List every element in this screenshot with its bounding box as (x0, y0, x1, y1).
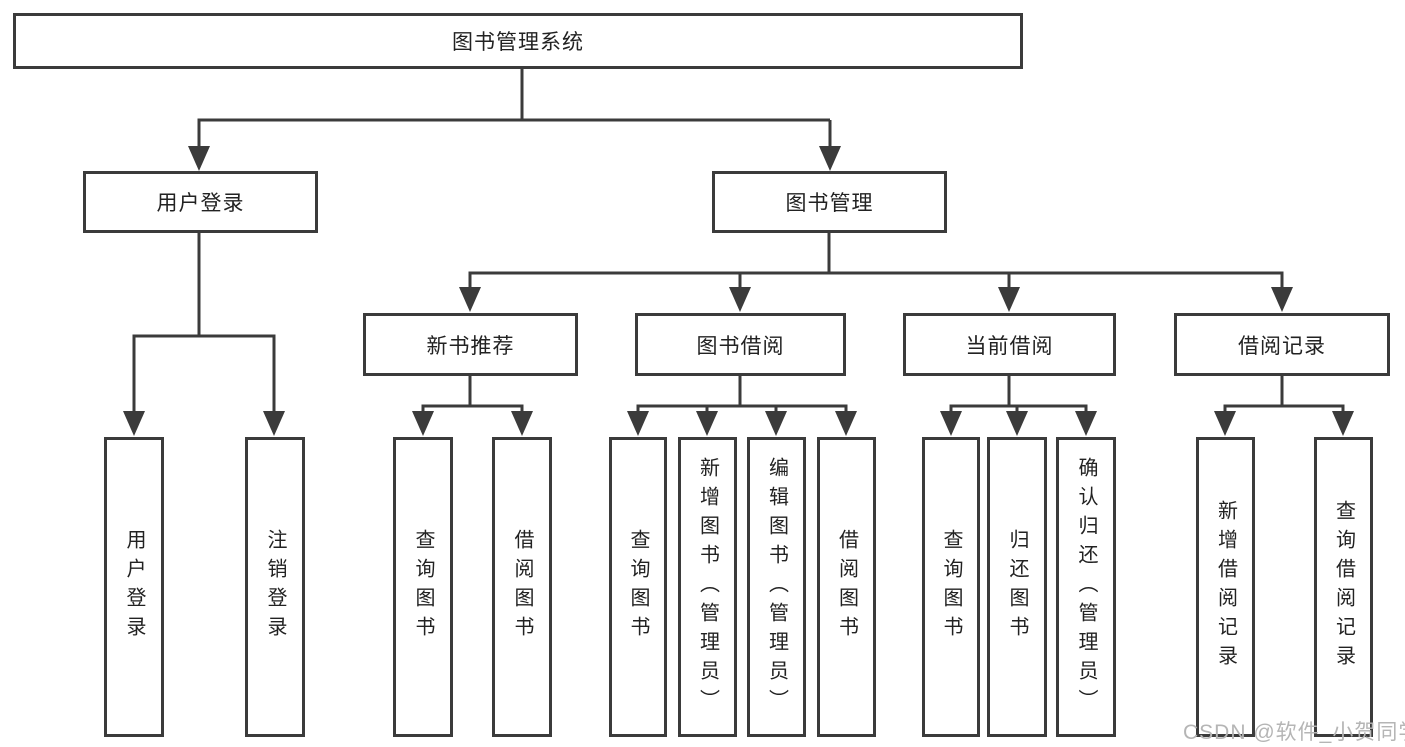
leaf-newbooks-query-label: 查询图书 (412, 529, 434, 645)
leaf-logout-label: 注销登录 (264, 529, 286, 645)
leaf-current-confirm-label: 确认归还（管理员） (1075, 456, 1097, 718)
leaf-borrow-add-label: 新增图书（管理员） (696, 456, 719, 718)
connector-root-branch (197, 67, 832, 150)
leaf-current-query-label: 查询图书 (940, 529, 962, 645)
connector-book-borrow-branch (636, 376, 848, 415)
leaf-borrow-borrow-label: 借阅图书 (835, 529, 858, 645)
node-root-label: 图书管理系统 (452, 31, 584, 54)
leaf-current-return-label: 归还图书 (1006, 529, 1028, 645)
leaf-borrow-edit: 编辑图书（管理员） (747, 437, 806, 737)
leaf-borrow-query-label: 查询图书 (627, 529, 649, 645)
leaf-records-query: 查询借阅记录 (1314, 437, 1373, 737)
node-borrow-records: 借阅记录 (1174, 313, 1390, 376)
connector-user-login-branch (132, 233, 276, 414)
leaf-borrow-edit-label: 编辑图书（管理员） (765, 456, 788, 718)
connector-current-borrow-branch (949, 376, 1088, 415)
node-root: 图书管理系统 (13, 13, 1023, 69)
node-user-login: 用户登录 (83, 171, 318, 233)
leaf-logout: 注销登录 (245, 437, 305, 737)
node-new-books-label: 新书推荐 (426, 334, 515, 358)
leaf-newbooks-query: 查询图书 (393, 437, 453, 737)
leaf-borrow-add: 新增图书（管理员） (678, 437, 737, 737)
connector-records-branch (1223, 376, 1345, 415)
leaf-borrow-borrow: 借阅图书 (817, 437, 876, 737)
watermark-text: CSDN @软件_小贺同学 (1183, 721, 1405, 744)
node-book-borrow-label: 图书借阅 (696, 334, 785, 358)
leaf-borrow-query: 查询图书 (609, 437, 667, 737)
leaf-records-query-label: 查询借阅记录 (1332, 500, 1355, 674)
connector-new-books-branch (421, 376, 524, 415)
node-current-borrow: 当前借阅 (903, 313, 1116, 376)
leaf-newbooks-borrow: 借阅图书 (492, 437, 552, 737)
leaf-current-confirm: 确认归还（管理员） (1056, 437, 1116, 737)
node-current-borrow-label: 当前借阅 (965, 334, 1054, 358)
node-book-mgmt: 图书管理 (712, 171, 947, 233)
connector-book-mgmt-branch (468, 233, 1284, 291)
node-borrow-records-label: 借阅记录 (1238, 334, 1326, 358)
leaf-current-query: 查询图书 (922, 437, 980, 737)
arrowheads (123, 146, 1354, 436)
node-user-login-label: 用户登录 (156, 192, 245, 215)
node-book-mgmt-label: 图书管理 (785, 192, 874, 215)
leaf-records-add-label: 新增借阅记录 (1214, 500, 1237, 674)
leaf-records-add: 新增借阅记录 (1196, 437, 1255, 737)
node-book-borrow: 图书借阅 (635, 313, 846, 376)
leaf-current-return: 归还图书 (987, 437, 1047, 737)
leaf-user-login-label: 用户登录 (123, 529, 145, 645)
leaf-user-login: 用户登录 (104, 437, 164, 737)
node-new-books: 新书推荐 (363, 313, 578, 376)
leaf-newbooks-borrow-label: 借阅图书 (511, 529, 533, 645)
